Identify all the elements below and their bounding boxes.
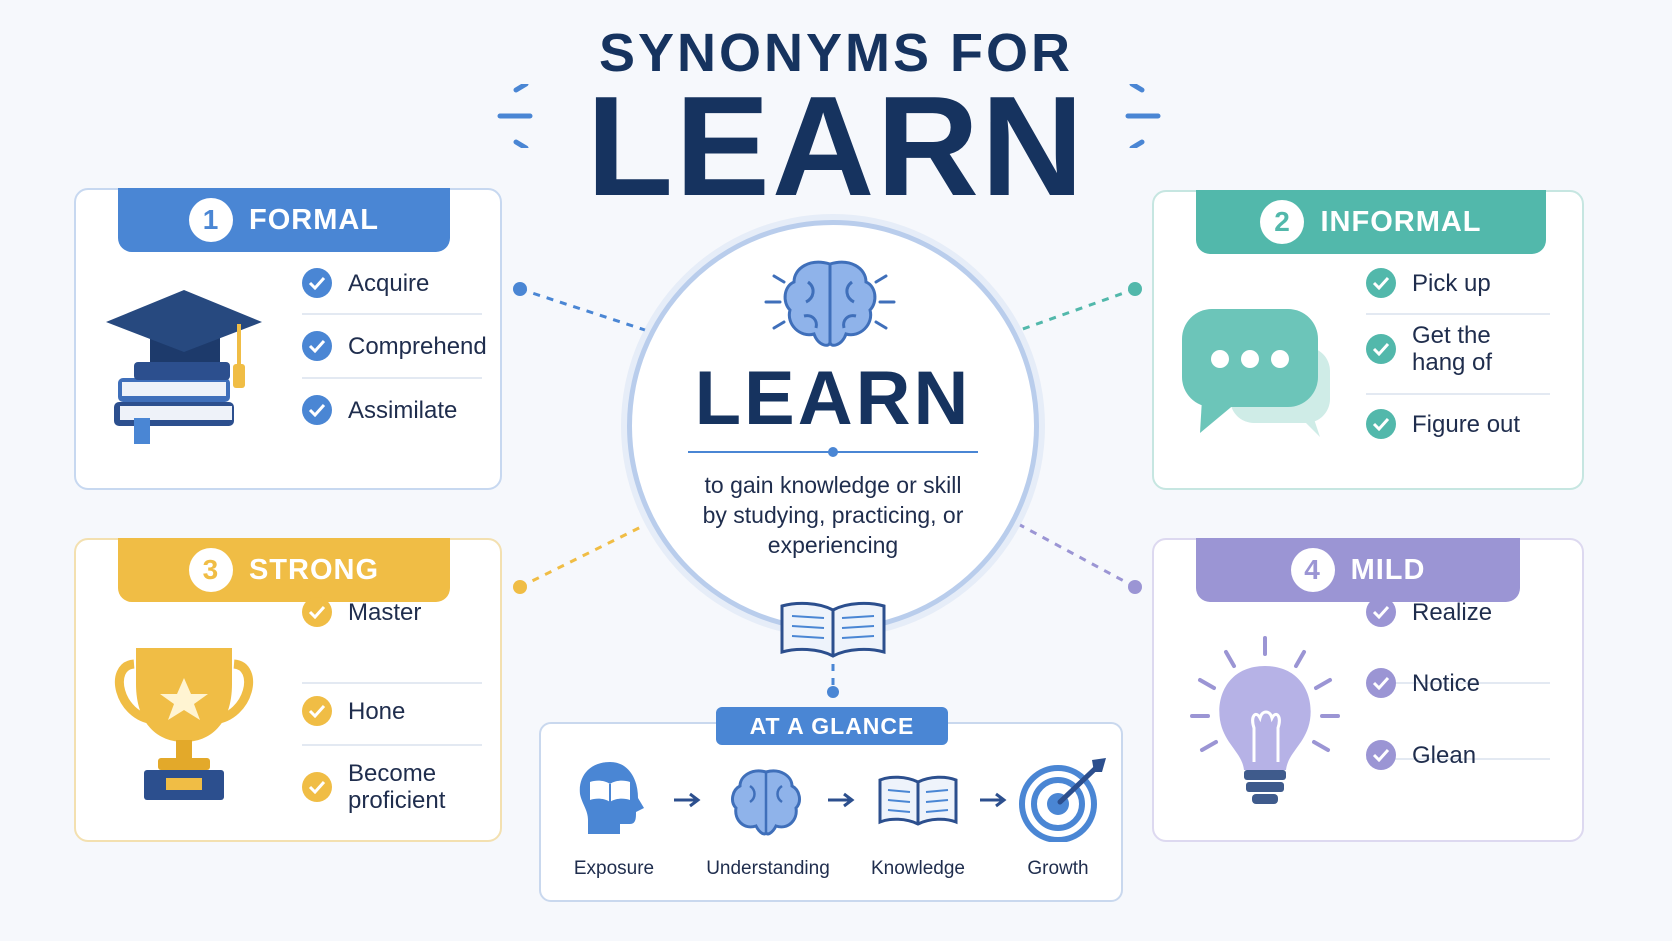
check-icon [1366, 668, 1396, 698]
check-icon [1366, 268, 1396, 298]
card-strong-header: 3 STRONG [118, 538, 450, 602]
check-icon [302, 268, 332, 298]
list-item: Realize [1366, 597, 1492, 627]
check-icon [1366, 740, 1396, 770]
center-divider [688, 447, 978, 457]
list-item: Get the hang of [1366, 322, 1516, 376]
item-label: Become proficient [348, 760, 446, 814]
card-mild-label: MILD [1350, 553, 1426, 586]
list-item: Master [302, 597, 421, 627]
item-label: Acquire [348, 269, 430, 297]
list-item: Glean [1366, 740, 1476, 770]
check-icon [1366, 597, 1396, 627]
card-strong-number: 3 [188, 548, 233, 592]
brain-icon [731, 769, 801, 836]
step-label: Exposure [573, 858, 655, 879]
card-informal-header: 2 INFORMAL [1196, 190, 1546, 254]
check-icon [1366, 409, 1396, 439]
card-formal-number: 1 [188, 198, 233, 242]
card-informal-label: INFORMAL [1320, 205, 1482, 238]
item-label: Notice [1412, 669, 1481, 697]
item-label: Glean [1412, 741, 1477, 769]
step-label: Understanding [706, 858, 830, 879]
card-formal-label: FORMAL [248, 203, 380, 236]
list-item: Figure out [1366, 409, 1520, 439]
list-item: Acquire [302, 268, 429, 298]
step-label: Knowledge [870, 858, 966, 879]
card-formal-header: 1 FORMAL [118, 188, 450, 252]
check-icon [302, 772, 332, 802]
arrow-right-icon [980, 792, 1007, 808]
list-item: Assimilate [302, 395, 457, 425]
item-label: Pick up [1412, 269, 1491, 297]
head-book-icon [579, 762, 644, 834]
check-icon [302, 331, 332, 361]
card-mild: 4 MILD Realize Notice [1152, 538, 1584, 842]
card-strong: 3 STRONG Master Hone Become proficient [74, 538, 502, 842]
card-informal: 2 INFORMAL Pick up Get the hang of Figur… [1152, 190, 1584, 490]
card-mild-header: 4 MILD [1196, 538, 1520, 602]
item-label: Comprehend [348, 332, 487, 360]
item-label: Hone [348, 697, 406, 725]
check-icon [302, 597, 332, 627]
title-line2: LEARN [586, 67, 1086, 226]
trophy-icon [114, 648, 254, 800]
lightbulb-icon [1190, 636, 1340, 804]
item-label: Figure out [1412, 410, 1521, 438]
list-item: Hone [302, 696, 405, 726]
sparkle-left-icon [497, 84, 533, 148]
at-a-glance-title: AT A GLANCE [716, 707, 948, 745]
sparkle-right-icon [1125, 84, 1161, 148]
item-label: Master [348, 598, 422, 626]
center-definition: to gain knowledge or skill by studying, … [702, 472, 964, 558]
check-icon [302, 696, 332, 726]
brain-icon [764, 260, 896, 347]
item-label: Realize [1412, 598, 1493, 626]
card-strong-label: STRONG [248, 553, 380, 586]
center-word: LEARN [694, 356, 972, 441]
step-label: Growth [1027, 858, 1089, 879]
check-icon [1366, 334, 1396, 364]
arrow-right-icon [828, 792, 855, 808]
item-label: Assimilate [348, 396, 458, 424]
title-line1: SYNONYMS FOR [598, 23, 1074, 83]
list-item: Notice [1366, 668, 1480, 698]
target-arrow-icon [1019, 758, 1106, 842]
arrow-right-icon [674, 792, 701, 808]
list-item: Comprehend [302, 331, 487, 361]
check-icon [302, 395, 332, 425]
card-mild-number: 4 [1290, 548, 1335, 592]
item-label: Get the hang of [1412, 322, 1493, 376]
open-book-icon [878, 775, 958, 826]
open-book-icon [780, 601, 886, 658]
card-informal-number: 2 [1260, 200, 1305, 244]
list-item: Pick up [1366, 268, 1491, 298]
speech-bubble-icon [1182, 309, 1330, 437]
card-formal: 1 FORMAL Acquire Comprehend Assimilate [74, 188, 502, 490]
list-item: Become proficient [302, 760, 462, 814]
graduation-cap-books-icon [106, 290, 262, 444]
